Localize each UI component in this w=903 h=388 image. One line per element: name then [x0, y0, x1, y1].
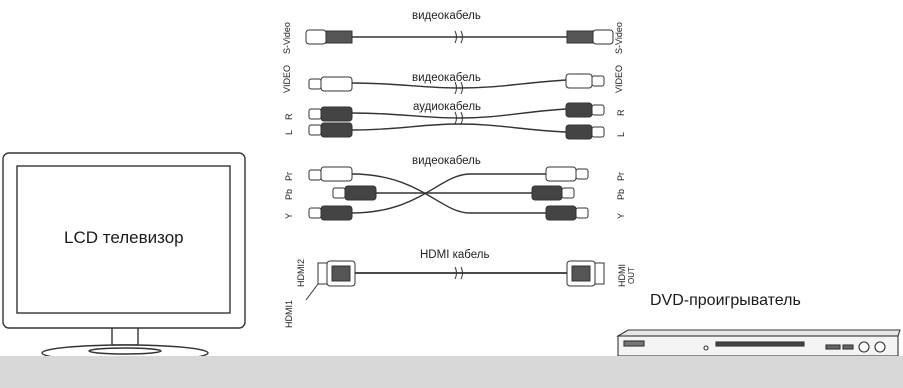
dvd-label: DVD-проигрыватель	[650, 292, 801, 309]
component-cable-label: видеокабель	[412, 155, 481, 167]
hdmi-cable	[305, 260, 605, 301]
left-pr-port-label: Pr	[284, 172, 294, 181]
dvd-player	[616, 329, 901, 357]
hdmi-cable-label: HDMI кабель	[420, 249, 490, 261]
tv-label: LCD телевизор	[64, 228, 184, 247]
left-video-port-label: VIDEO	[282, 64, 292, 93]
right-out-port-label: OUT	[627, 267, 636, 284]
composite-video-label: видеокабель	[412, 72, 481, 84]
svideo-cable-label: видеокабель	[412, 10, 481, 22]
composite-audio-cable	[308, 102, 605, 140]
composite-audio-label: аудиокабель	[413, 101, 482, 113]
left-pb-port-label: Pb	[284, 188, 294, 200]
lcd-tv	[2, 152, 246, 362]
right-hdmi-port-label: HDMI	[617, 264, 627, 287]
left-hdmi2-port-label: HDMI2	[296, 258, 306, 287]
right-pr-port-label: Pr	[616, 172, 626, 181]
left-y-port-label: Y	[284, 212, 294, 219]
right-video-port-label: VIDEO	[614, 64, 624, 93]
left-r-port-label: R	[284, 113, 294, 121]
component-cable	[308, 166, 589, 221]
right-y-port-label: Y	[616, 212, 626, 219]
right-pb-port-label: Pb	[616, 188, 626, 200]
right-l-port-label: L	[616, 131, 626, 137]
right-svideo-port-label: S-Video	[614, 22, 624, 54]
left-l-port-label: L	[284, 129, 294, 135]
composite-video-cable	[308, 73, 605, 95]
footer-bar	[0, 356, 903, 388]
left-svideo-port-label: S-Video	[282, 22, 292, 54]
svideo-cable	[305, 29, 614, 45]
left-hdmi1-port-label: HDMI1	[284, 299, 294, 328]
right-r-port-label: R	[616, 109, 626, 117]
